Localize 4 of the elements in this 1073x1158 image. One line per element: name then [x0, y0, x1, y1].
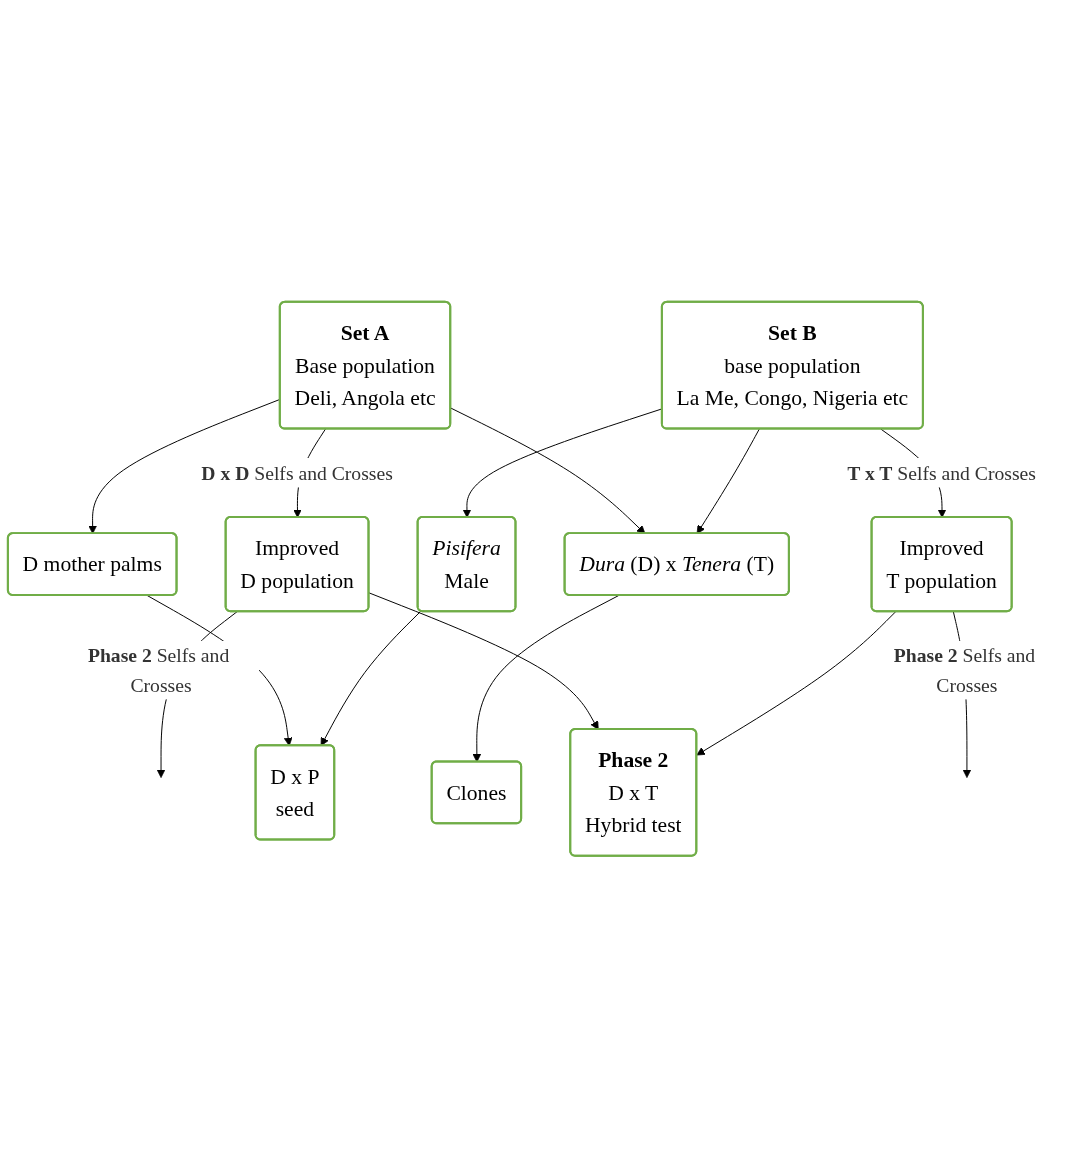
- edge-label: D x D Selfs and Crosses: [201, 462, 393, 484]
- edge-label: T x T Selfs and Crosses: [847, 462, 1036, 484]
- edge-label: Phase 2 Selfs and Crosses: [87, 644, 230, 696]
- edge-label: Phase 2 Selfs and Crosses: [893, 644, 1036, 696]
